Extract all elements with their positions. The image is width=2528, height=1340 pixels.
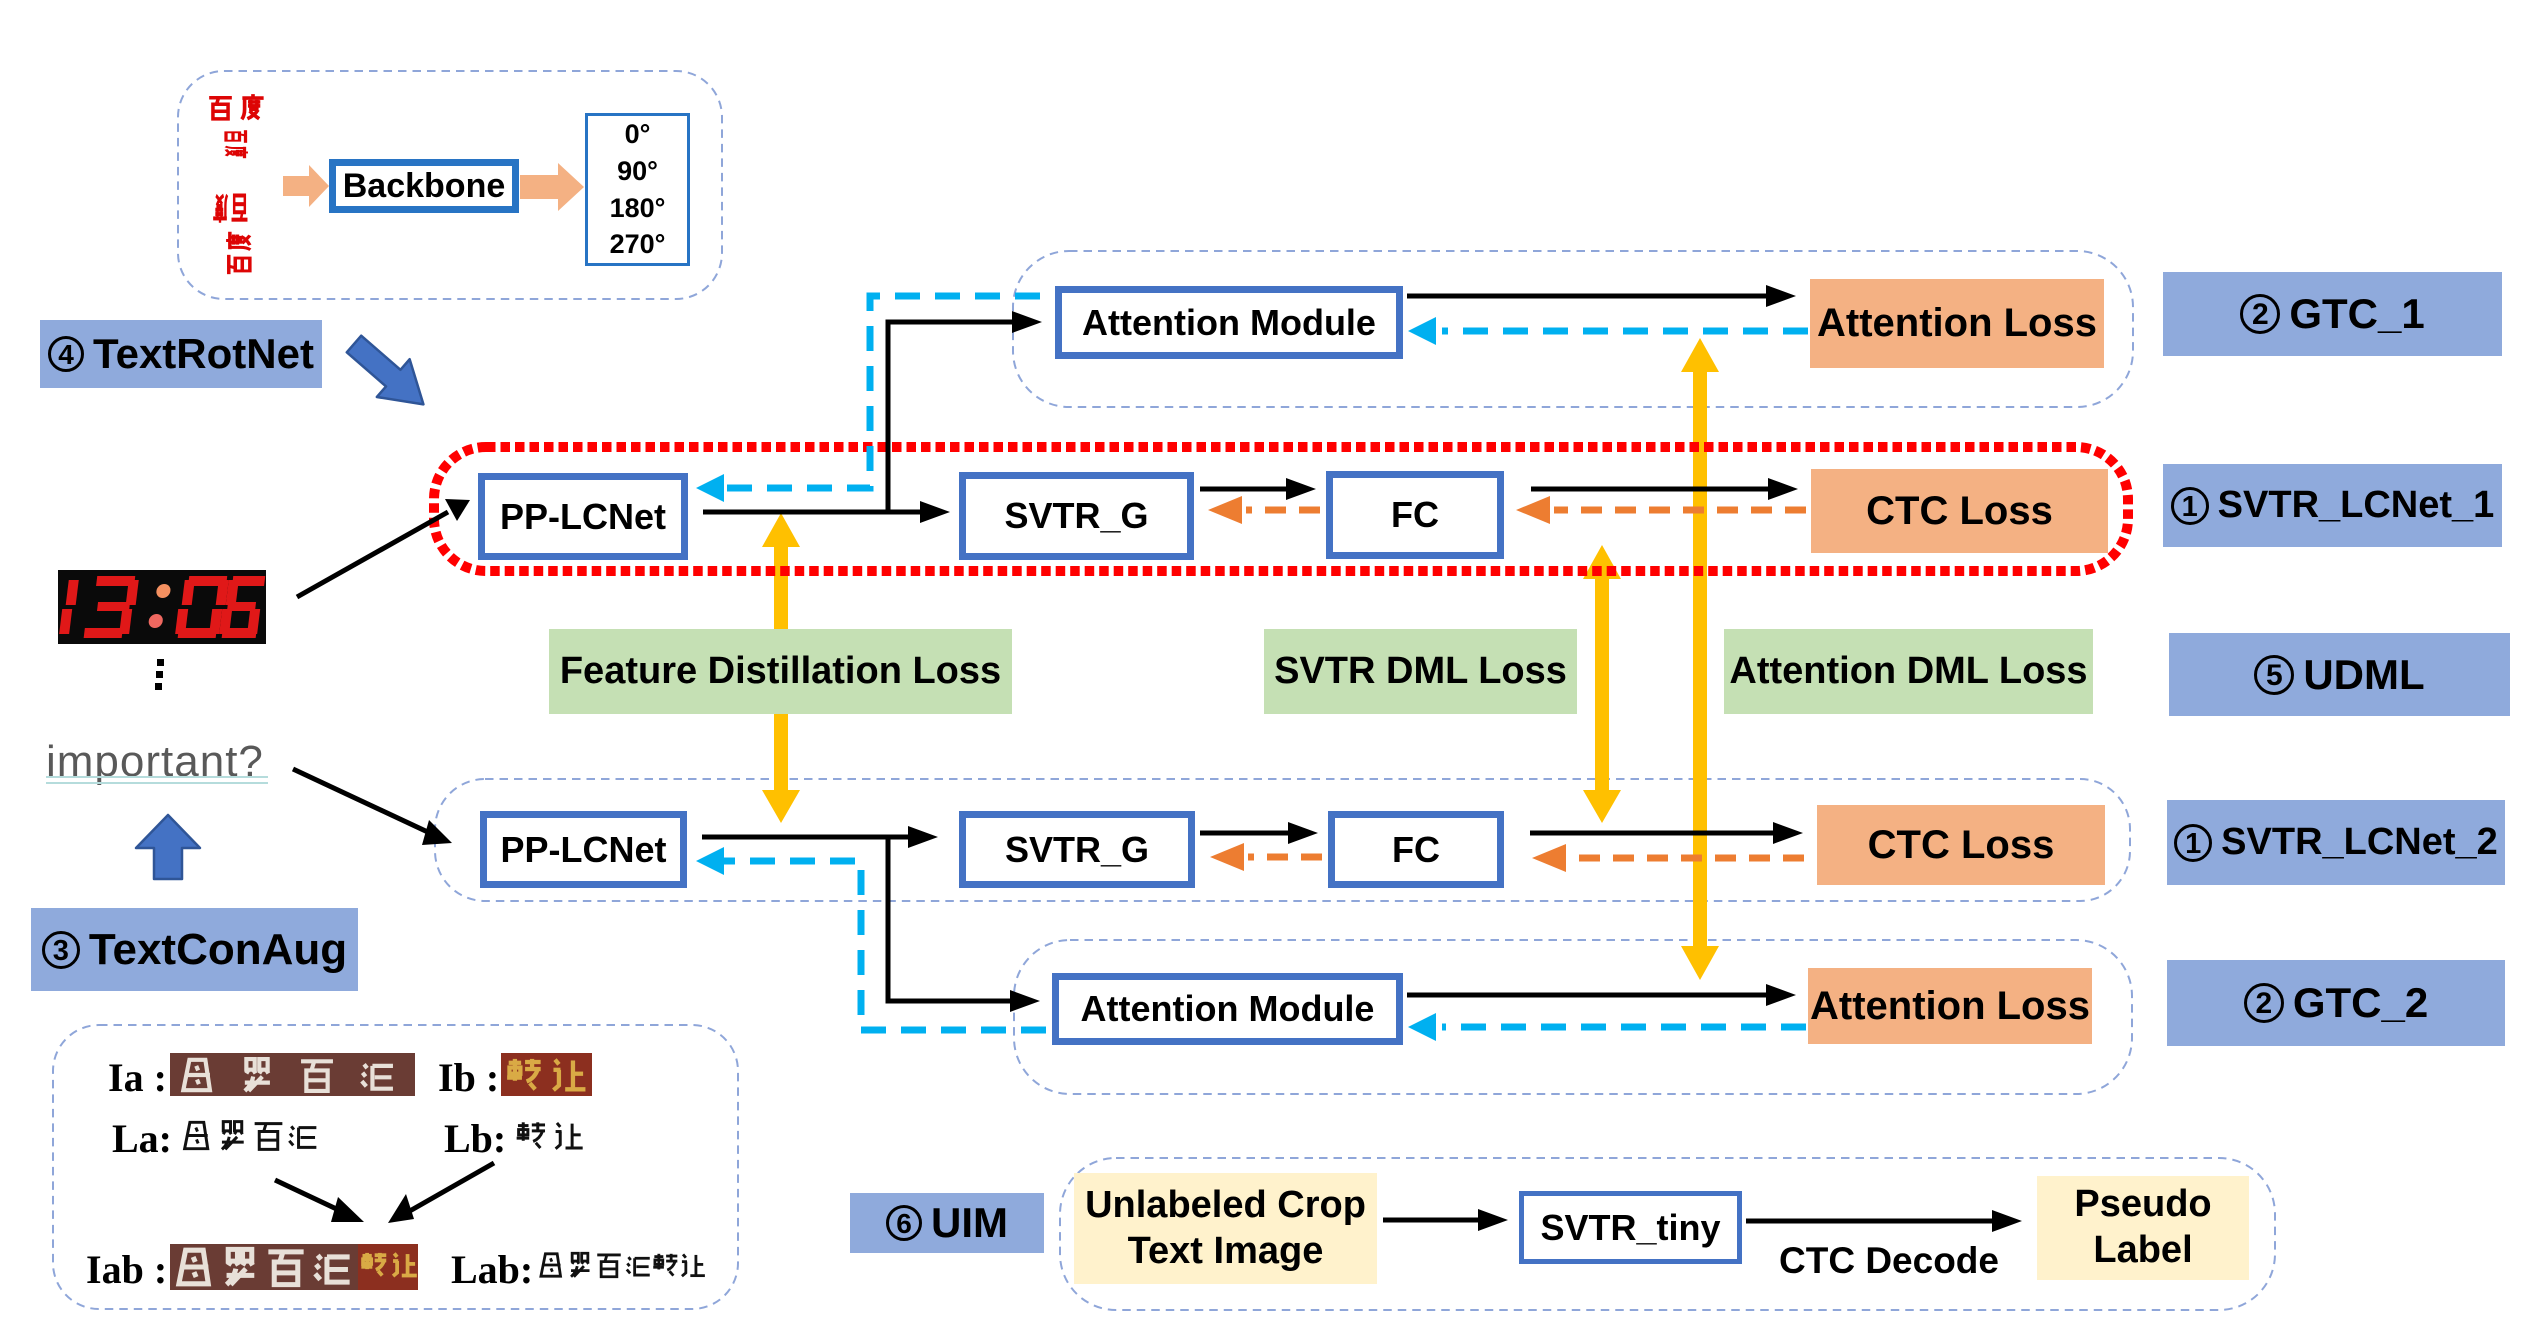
svg-text:Ib :: Ib : — [438, 1055, 499, 1100]
svg-text:La:: La: — [112, 1116, 172, 1161]
svg-text:Lb:: Lb: — [444, 1116, 506, 1161]
svg-text:Ia :: Ia : — [108, 1055, 167, 1100]
svg-text:Iab :: Iab : — [86, 1247, 167, 1292]
svg-text:Lab:: Lab: — [451, 1247, 533, 1292]
